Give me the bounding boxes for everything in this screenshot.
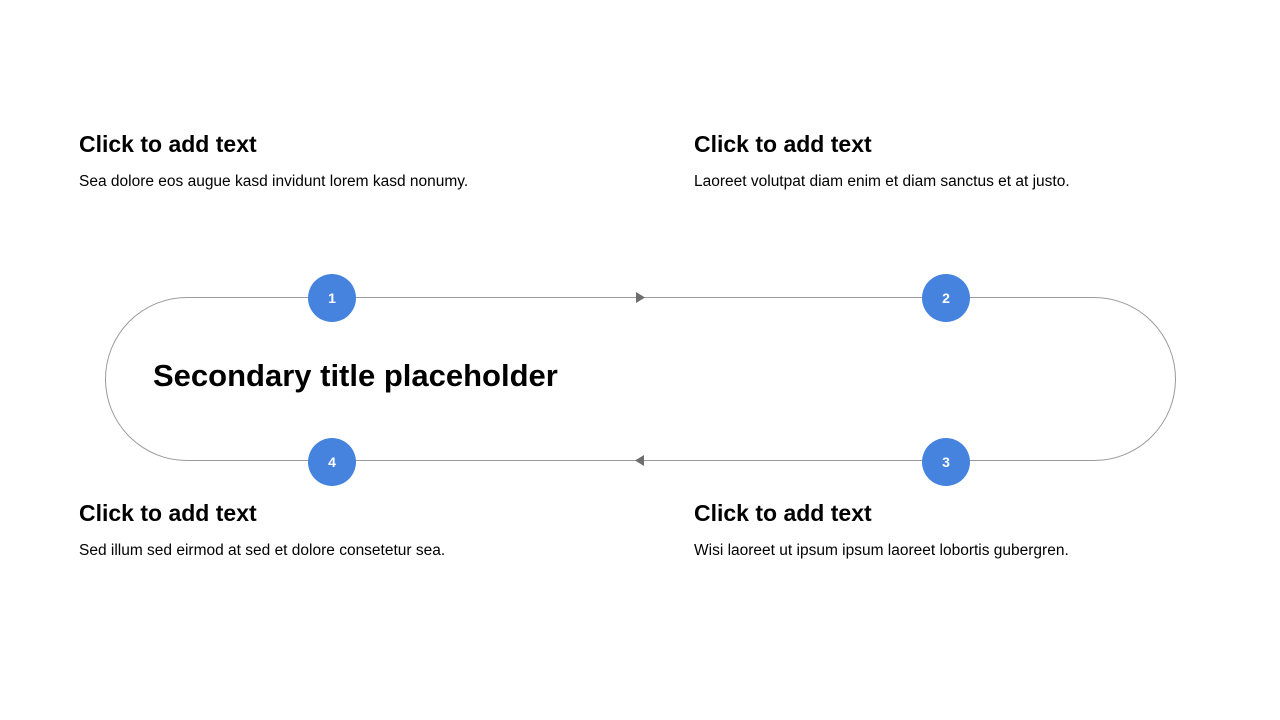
step-3-body[interactable]: Wisi laoreet ut ipsum ipsum laoreet lobo… bbox=[694, 542, 1069, 559]
step-2-body[interactable]: Laoreet volutpat diam enim et diam sanct… bbox=[694, 173, 1070, 190]
step-2-text: Click to add text Laoreet volutpat diam … bbox=[694, 130, 1214, 192]
step-4-heading[interactable]: Click to add text bbox=[79, 500, 257, 526]
arrow-right-icon bbox=[636, 292, 645, 303]
step-badge-4: 4 bbox=[308, 438, 356, 486]
step-2-heading[interactable]: Click to add text bbox=[694, 131, 872, 157]
secondary-title[interactable]: Secondary title placeholder bbox=[153, 358, 558, 393]
step-3-text: Click to add text Wisi laoreet ut ipsum … bbox=[694, 499, 1214, 561]
step-1-heading[interactable]: Click to add text bbox=[79, 131, 257, 157]
loop-path bbox=[105, 297, 1176, 461]
step-1-text: Click to add text Sea dolore eos augue k… bbox=[79, 130, 599, 192]
step-1-body[interactable]: Sea dolore eos augue kasd invidunt lorem… bbox=[79, 173, 469, 190]
step-badge-2: 2 bbox=[922, 274, 970, 322]
step-4-text: Click to add text Sed illum sed eirmod a… bbox=[79, 499, 599, 561]
step-4-body[interactable]: Sed illum sed eirmod at sed et dolore co… bbox=[79, 542, 446, 559]
arrow-left-icon bbox=[635, 455, 644, 466]
step-badge-1: 1 bbox=[308, 274, 356, 322]
step-3-heading[interactable]: Click to add text bbox=[694, 500, 872, 526]
step-badge-3: 3 bbox=[922, 438, 970, 486]
